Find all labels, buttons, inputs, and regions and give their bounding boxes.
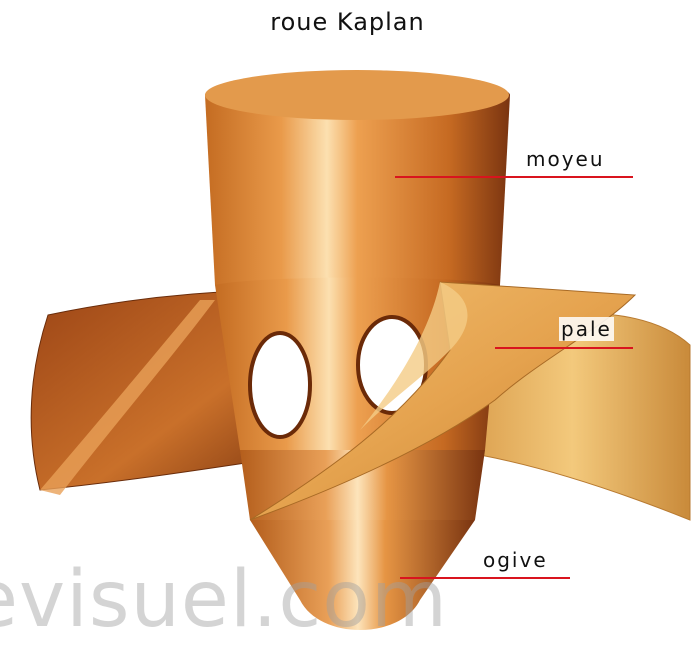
label-ogive: ogive [481,548,550,572]
label-pale: pale [559,317,614,341]
leader-line-moyeu [395,176,633,178]
leader-line-pale [495,347,633,349]
watermark: evisuel.com [0,555,448,645]
label-moyeu: moyeu [524,147,607,171]
